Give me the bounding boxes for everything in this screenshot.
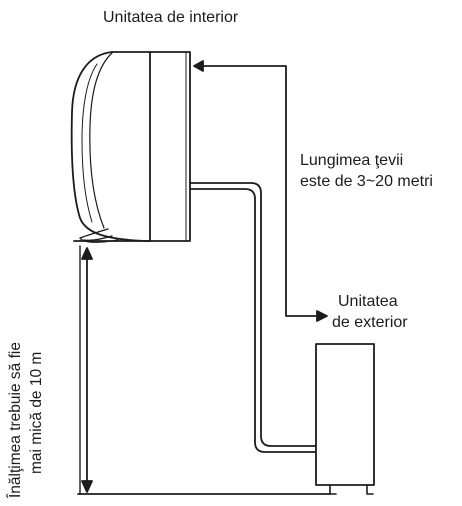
refrigerant-pipe	[189, 182, 316, 453]
pipe-length-label-line-1: Lungimea ţevii	[300, 152, 404, 169]
pipe-length-arrow	[193, 60, 328, 322]
outdoor-unit-label-line-2: de exterior	[332, 314, 408, 331]
indoor-unit	[70, 51, 191, 243]
outdoor-unit	[315, 343, 375, 495]
height-label-line-2: mai mică de 10 m	[28, 351, 45, 474]
pipe-length-label-line-2: este de 3~20 metri	[300, 173, 433, 190]
height-label-line-1: Înălţimea trebuie să fie	[7, 342, 24, 498]
indoor-unit-label: Unitatea de interior	[103, 9, 239, 26]
outdoor-unit-label-line-1: Unitatea	[338, 293, 398, 310]
height-dimension	[77, 245, 331, 495]
